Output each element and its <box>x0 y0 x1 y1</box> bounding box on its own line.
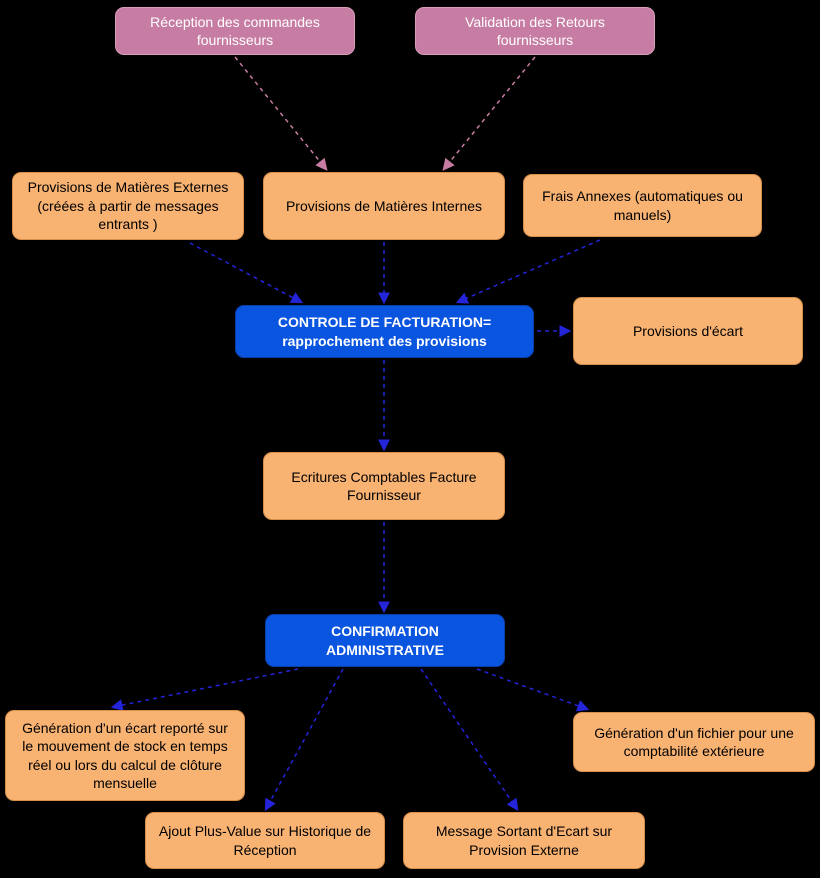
node-label-line2: rapprochement des provisions <box>282 332 487 349</box>
node-label: Provisions de Matières Externes (créées … <box>27 179 229 233</box>
node-reception-commandes: Réception des commandes fournisseurs <box>115 7 355 55</box>
node-provisions-matieres-externes: Provisions de Matières Externes (créées … <box>12 172 244 240</box>
node-message-sortant-ecart: Message Sortant d'Ecart sur Provision Ex… <box>403 812 645 869</box>
edge-prov-externes-to-controle <box>189 242 304 304</box>
node-generation-fichier-comptabilite: Génération d'un fichier pour une comptab… <box>573 712 815 772</box>
node-label: Génération d'un écart reporté sur le mou… <box>22 719 228 791</box>
edge-confirmation-to-fichier-compta <box>476 668 590 712</box>
node-label: Ajout Plus-Value sur Historique de Récep… <box>158 823 372 858</box>
node-ajout-plus-value: Ajout Plus-Value sur Historique de Récep… <box>145 812 385 869</box>
edge-confirmation-to-ecart-stock <box>110 668 299 711</box>
node-label: Provisions de Matières Internes <box>285 197 483 214</box>
node-label: Réception des commandes fournisseurs <box>150 13 320 48</box>
edge-confirmation-to-plus-value <box>264 668 344 812</box>
node-label: Provisions d'écart <box>632 322 744 339</box>
node-label: Message Sortant d'Ecart sur Provision Ex… <box>435 823 613 858</box>
node-label: Validation des Retours fournisseurs <box>465 13 605 48</box>
edge-confirmation-to-message-sortant <box>420 668 519 811</box>
node-label: Génération d'un fichier pour une comptab… <box>594 724 794 759</box>
node-label-line1: CONFIRMATION <box>331 623 439 640</box>
node-label-line1: CONTROLE DE FACTURATION= <box>277 314 492 331</box>
node-generation-ecart-stock: Génération d'un écart reporté sur le mou… <box>5 710 245 801</box>
node-confirmation-administrative: CONFIRMATION ADMINISTRATIVE <box>265 614 505 667</box>
node-validation-retours: Validation des Retours fournisseurs <box>415 7 655 55</box>
edge-frais-annexes-to-controle <box>455 239 601 304</box>
node-label-line2: ADMINISTRATIVE <box>326 641 444 658</box>
node-provisions-matieres-internes: Provisions de Matières Internes <box>263 172 505 240</box>
node-provisions-ecart: Provisions d'écart <box>573 297 803 365</box>
edge-validation-to-prov-internes <box>442 56 536 171</box>
node-ecritures-comptables: Ecritures Comptables Facture Fournisseur <box>263 452 505 520</box>
node-controle-facturation: CONTROLE DE FACTURATION= rapprochement d… <box>235 305 534 358</box>
node-label: Ecritures Comptables Facture Fournisseur <box>291 468 477 503</box>
edge-reception-to-prov-internes <box>234 56 328 171</box>
node-label: Frais Annexes (automatiques ou manuels) <box>542 188 743 223</box>
node-frais-annexes: Frais Annexes (automatiques ou manuels) <box>523 174 762 237</box>
